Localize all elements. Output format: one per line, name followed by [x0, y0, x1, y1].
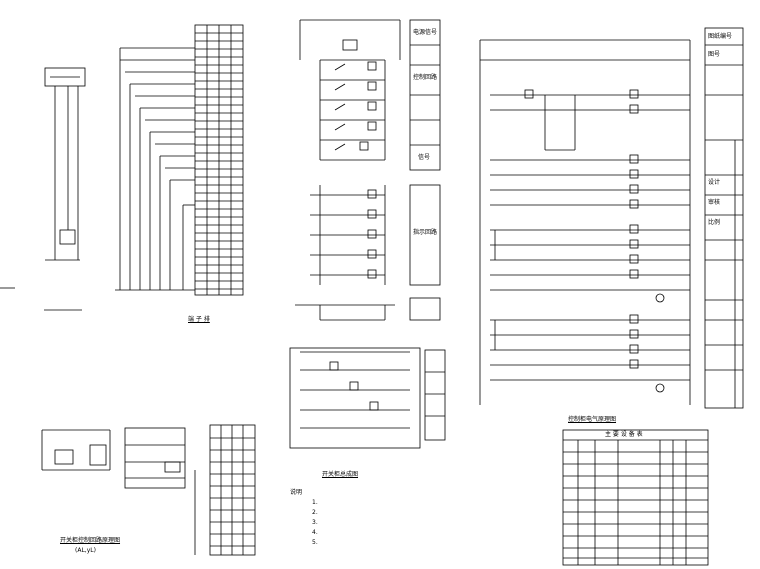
left-top-schematic — [0, 67, 86, 311]
note-line-4: 4. — [312, 529, 318, 536]
title-block-review: 审核 — [708, 199, 721, 206]
note-line-2: 2. — [312, 509, 318, 516]
title-block-scale: 比例 — [708, 219, 721, 226]
middle-legend-boxes — [409, 19, 441, 321]
middle-lower-assembly — [289, 347, 446, 449]
legend-signal: 信号 — [418, 154, 431, 161]
right-main-schematic — [479, 39, 691, 405]
notes-heading: 说明 — [290, 489, 303, 496]
material-table — [562, 429, 709, 566]
bottom-left-caption: 开关柜控制回路原理图 — [60, 537, 121, 544]
assembly-caption: 开关柜总成图 — [322, 471, 359, 478]
right-title-block — [704, 27, 744, 409]
right-schematic-caption: 控制柜电气原理图 — [568, 416, 617, 423]
title-block-drawing-no: 图纸编号 — [708, 33, 733, 40]
title-block-design: 设计 — [708, 179, 721, 186]
note-line-5: 5. — [312, 539, 318, 546]
legend-indicator-circuit: 指示回路 — [413, 229, 438, 236]
legend-control-circuit: 控制回路 — [413, 74, 438, 81]
note-line-3: 3. — [312, 519, 318, 526]
title-block-figure-no: 图号 — [708, 51, 721, 58]
terminal-block-table — [194, 24, 244, 296]
bottom-left-subcaption: (AL,yL) — [75, 547, 96, 554]
note-line-1: 1. — [312, 499, 318, 506]
bottom-left-schematic — [41, 424, 256, 556]
bus-wires-left — [115, 47, 195, 291]
middle-control-circuit — [295, 19, 401, 321]
terminal-block-caption: 端 子 排 — [188, 316, 210, 323]
legend-power-signal: 电源信号 — [413, 29, 438, 36]
material-table-title: 主 要 设 备 表 — [605, 431, 643, 438]
